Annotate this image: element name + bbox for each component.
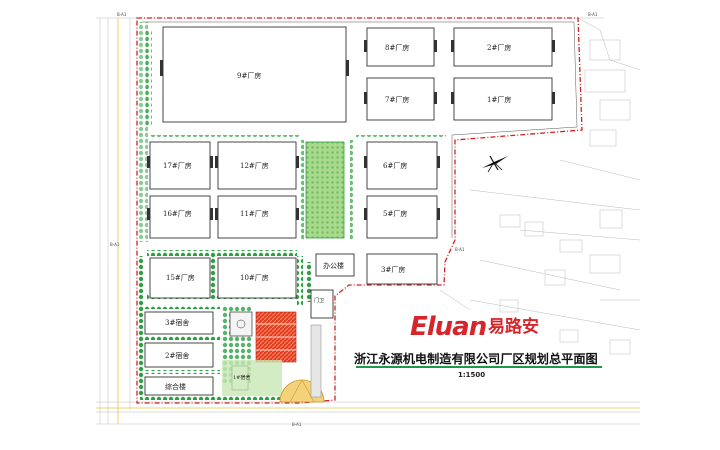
building-16 <box>149 195 211 239</box>
label-b12: 12#厂房 <box>240 161 269 170</box>
brand-logo-latin: Eluan <box>410 312 487 342</box>
label-b1: 1#厂房 <box>487 95 511 104</box>
central-lawn <box>305 141 345 239</box>
label-b5: 5#厂房 <box>383 209 407 218</box>
label-dorm3: 3#宿舍 <box>165 318 189 327</box>
building-dorm3 <box>144 311 214 335</box>
building-guard <box>310 289 334 319</box>
label-b7: 7#厂房 <box>385 95 409 104</box>
label-complex: 综合楼 <box>165 382 186 391</box>
label-dorm1: 1#宿舍 <box>233 374 250 381</box>
building-11 <box>217 195 297 239</box>
axis-mark-4: B-A1 <box>455 247 465 252</box>
label-b9: 9#厂房 <box>237 71 261 80</box>
axis-mark-3: B-A1 <box>110 242 120 247</box>
brand-logo-chinese: 易路安 <box>488 317 539 337</box>
dock-markers <box>147 40 555 220</box>
building-7 <box>366 77 435 121</box>
building-9 <box>162 26 347 123</box>
label-office: 办公楼 <box>323 261 344 270</box>
plan-scale: 1:1500 <box>458 371 486 379</box>
axis-mark-1: B-A1 <box>117 12 127 17</box>
building-17 <box>149 141 211 190</box>
label-guard: 门卫 <box>314 297 324 304</box>
sports-court <box>229 311 253 337</box>
context-yellow-roads <box>96 18 640 424</box>
factory-buildings <box>144 26 553 396</box>
brand-logo: Eluan 易路安 <box>410 312 610 342</box>
label-b16: 16#厂房 <box>163 209 192 218</box>
site-boundary <box>136 17 583 404</box>
label-b11: 11#厂房 <box>240 209 269 218</box>
label-dorm2: 2#宿舍 <box>165 351 189 360</box>
building-complex <box>144 376 214 396</box>
axis-mark-5: B-A1 <box>292 422 302 427</box>
label-b2: 2#厂房 <box>487 43 511 52</box>
building-dorm2 <box>144 342 214 368</box>
parking-rows <box>256 323 296 351</box>
label-b15: 15#厂房 <box>166 273 195 282</box>
inner-road-line <box>142 21 578 238</box>
title-underline <box>356 366 602 368</box>
building-10 <box>217 257 297 299</box>
north-arrow-icon <box>482 155 508 173</box>
label-b17: 17#厂房 <box>163 161 192 170</box>
label-b6: 6#厂房 <box>383 161 407 170</box>
building-12 <box>217 141 297 190</box>
plan-title: 浙江永源机电制造有限公司厂区规划总平面图 <box>354 352 598 366</box>
building-6 <box>366 141 438 190</box>
building-3 <box>366 253 438 285</box>
context-linework <box>96 17 641 425</box>
label-b8: 8#厂房 <box>385 43 409 52</box>
label-b10: 10#厂房 <box>240 273 269 282</box>
side-bay <box>310 324 322 398</box>
court-center-circle <box>236 319 246 329</box>
axis-mark-2: B-A1 <box>588 12 598 17</box>
building-5 <box>366 195 438 239</box>
label-b3: 3#厂房 <box>381 265 405 274</box>
building-15 <box>149 257 211 299</box>
building-office <box>315 253 355 277</box>
plaza-fan <box>289 379 315 403</box>
garden <box>222 360 282 396</box>
